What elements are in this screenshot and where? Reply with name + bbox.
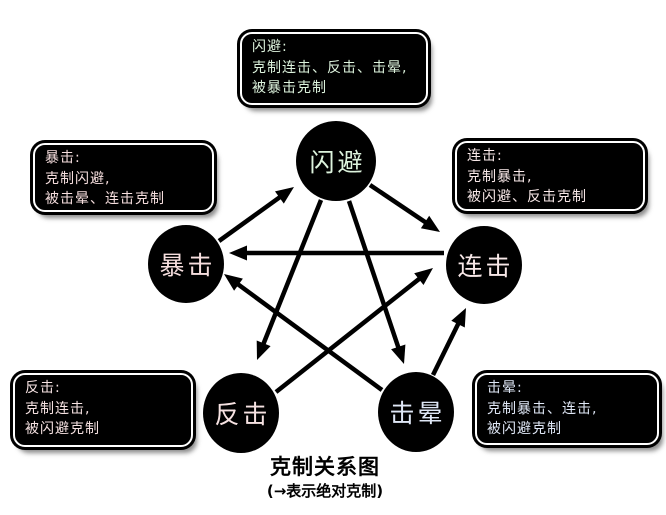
diagram-title: 克制关系图 [270, 455, 380, 479]
counter-arrow-shanbi-lianji [368, 183, 433, 228]
node-critical: 暴击 [148, 225, 224, 303]
info-box-line: 克制闪避, [45, 170, 111, 187]
node-combo-label: 连击 [457, 252, 514, 281]
diagram-subtitle: (→表示绝对克制) [266, 482, 384, 500]
counter-arrow-jiyun-lianji [430, 316, 464, 376]
info-box-line: 被击晕、连击克制 [45, 191, 165, 207]
info-box-line: 被闪避克制 [25, 421, 100, 437]
counter-arrowhead-fanji-lianji [414, 268, 433, 285]
node-stun-label: 击晕 [389, 399, 446, 428]
counter-arrow-jiyun-baoji [231, 278, 384, 392]
info-box-dodge: 闪避: 克制连击、反击、击晕, 被暴击克制 [240, 32, 428, 105]
counter-arrowhead-shanbi-jiyun [391, 344, 406, 364]
node-dodge: 闪避 [296, 121, 376, 201]
info-box-line: 被闪避、反击克制 [467, 189, 587, 205]
info-box-line: 克制暴击, [467, 168, 533, 185]
node-counterattack: 反击 [203, 373, 279, 453]
caption: 克制关系图 (→表示绝对克制) [0, 454, 650, 501]
counter-arrow-shanbi-fanji [258, 199, 324, 351]
info-box-line: 克制暴击、连击, [487, 400, 598, 417]
counter-arrow-shanbi-jiyun [346, 200, 403, 355]
counter-arrowhead-jiyun-lianji [451, 308, 466, 328]
counter-arrow-fanji-lianji [274, 272, 426, 394]
node-counterattack-label: 反击 [214, 400, 271, 429]
counter-arrow-baoji-shanbi [217, 191, 287, 243]
info-box-line: 克制连击、反击、击晕, [252, 59, 408, 76]
info-box-line: 反击: [25, 380, 61, 396]
counter-arrowhead-lianji-baoji [229, 245, 247, 261]
node-stun: 击晕 [378, 372, 454, 452]
counter-arrowhead-baoji-shanbi [275, 187, 294, 204]
info-box-line: 连击: [467, 148, 503, 164]
info-box-critical: 暴击: 克制闪避, 被击晕、连击克制 [33, 143, 214, 212]
info-box-stun: 击晕: 克制暴击、连击, 被闪避克制 [475, 373, 659, 445]
counter-arrowhead-shanbi-lianji [420, 215, 440, 232]
info-box-line: 克制连击, [25, 400, 91, 417]
info-box-line: 击晕: [487, 380, 523, 396]
node-combo: 连击 [446, 226, 522, 304]
info-box-line: 被暴击克制 [252, 80, 327, 96]
node-critical-label: 暴击 [159, 251, 216, 280]
info-box-line: 暴击: [45, 150, 81, 166]
info-box-combo: 连击: 克制暴击, 被闪避、反击克制 [455, 141, 645, 211]
node-dodge-label: 闪避 [309, 148, 366, 177]
info-box-line: 闪避: [252, 39, 288, 55]
counter-arrowhead-jiyun-baoji [224, 274, 243, 291]
counter-arrowhead-shanbi-fanji [256, 340, 271, 360]
info-box-line: 被闪避克制 [487, 421, 562, 437]
info-box-counterattack: 反击: 克制连击, 被闪避克制 [13, 373, 193, 447]
